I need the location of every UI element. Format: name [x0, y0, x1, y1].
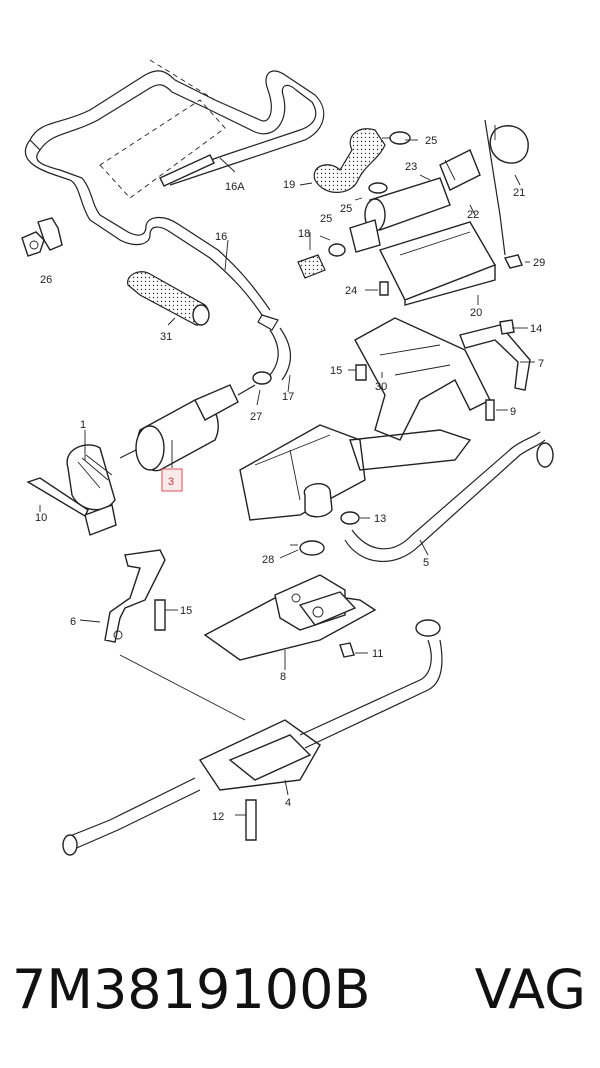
callout-15-lower: 15 [180, 605, 192, 617]
nut-11 [339, 642, 355, 658]
callout-8: 8 [280, 671, 286, 683]
clamp-21 [489, 125, 529, 164]
screw-15-lower [154, 599, 166, 631]
screw-10 [26, 477, 89, 517]
brand-name: VAG [474, 958, 586, 1021]
screw-12 [245, 799, 257, 841]
callout-20: 20 [470, 307, 482, 319]
bracket-6 [104, 549, 166, 643]
exploded-parts-diagram: 1 3 4 5 6 7 8 9 10 11 12 13 14 15 15 16 … [21, 59, 554, 856]
callout-25-top: 25 [425, 135, 437, 147]
leader-lines [39, 139, 535, 816]
callout-30: 30 [375, 381, 387, 393]
screw-24 [379, 281, 389, 296]
bracket-30 [354, 317, 491, 441]
callout-1: 1 [80, 419, 86, 431]
bracket-22 [439, 149, 481, 191]
clamp-28 [290, 540, 325, 556]
dashed-reference-line [149, 59, 216, 101]
callout-25-mid: 25 [340, 203, 352, 215]
hose-end-18 [297, 254, 326, 279]
callout-24: 24 [345, 285, 357, 297]
bolt-9 [485, 399, 495, 421]
clamp-13 [340, 511, 360, 525]
callout-5: 5 [423, 557, 429, 569]
callout-12: 12 [212, 811, 224, 823]
nut-14 [499, 319, 515, 335]
callout-9: 9 [510, 406, 516, 418]
nut-29 [503, 254, 523, 269]
callout-4: 4 [285, 797, 291, 809]
bracket-20 [379, 119, 506, 306]
callout-29: 29 [533, 257, 545, 269]
callout-16: 16 [215, 231, 227, 243]
callout-19: 19 [283, 179, 295, 191]
footer-caption: 7M3819100B VAG [0, 940, 600, 1040]
callout-6: 6 [70, 616, 76, 628]
callout-18: 18 [298, 228, 310, 240]
callout-26: 26 [40, 274, 52, 286]
heater-housing [239, 424, 472, 521]
callout-17: 17 [282, 391, 294, 403]
callout-22: 22 [467, 209, 479, 221]
coolant-hose-16 [24, 70, 325, 381]
screw-15-upper [355, 364, 367, 381]
clamp-25-top [382, 131, 411, 145]
callout-31: 31 [160, 331, 172, 343]
pump-23 [349, 177, 451, 253]
callout-21: 21 [513, 187, 525, 199]
callout-16a: 16A [225, 181, 245, 193]
clamp-25-mid [328, 243, 346, 257]
clip-26 [21, 217, 63, 257]
callout-3: 3 [168, 476, 174, 488]
insulation-sleeve-31 [127, 271, 210, 326]
callout-10: 10 [35, 512, 47, 524]
clamp-27 [252, 371, 272, 385]
callout-labels: 1 3 4 5 6 7 8 9 10 11 12 13 14 15 15 16 … [35, 135, 545, 823]
callout-28: 28 [262, 554, 274, 566]
callout-15-upper: 15 [330, 365, 342, 377]
part-number: 7M3819100B [12, 958, 371, 1021]
hose-19 [313, 128, 386, 193]
dashed-reference-line [99, 99, 226, 199]
callout-14: 14 [530, 323, 542, 335]
callout-13: 13 [374, 513, 386, 525]
callout-11: 11 [372, 648, 383, 660]
connector-16a [159, 154, 215, 187]
heat-shield-8 [203, 574, 377, 661]
rubber-mount-1 [66, 444, 117, 536]
highlight-box [161, 468, 183, 492]
metering-pump-3 [119, 384, 256, 472]
callout-27: 27 [250, 411, 262, 423]
silencer-4 [62, 619, 443, 856]
callout-23: 23 [405, 161, 417, 173]
callout-25-low: 25 [320, 213, 332, 225]
bracket-7 [459, 324, 531, 391]
exhaust-pipe-5 [344, 431, 554, 562]
callout-7: 7 [538, 358, 544, 370]
